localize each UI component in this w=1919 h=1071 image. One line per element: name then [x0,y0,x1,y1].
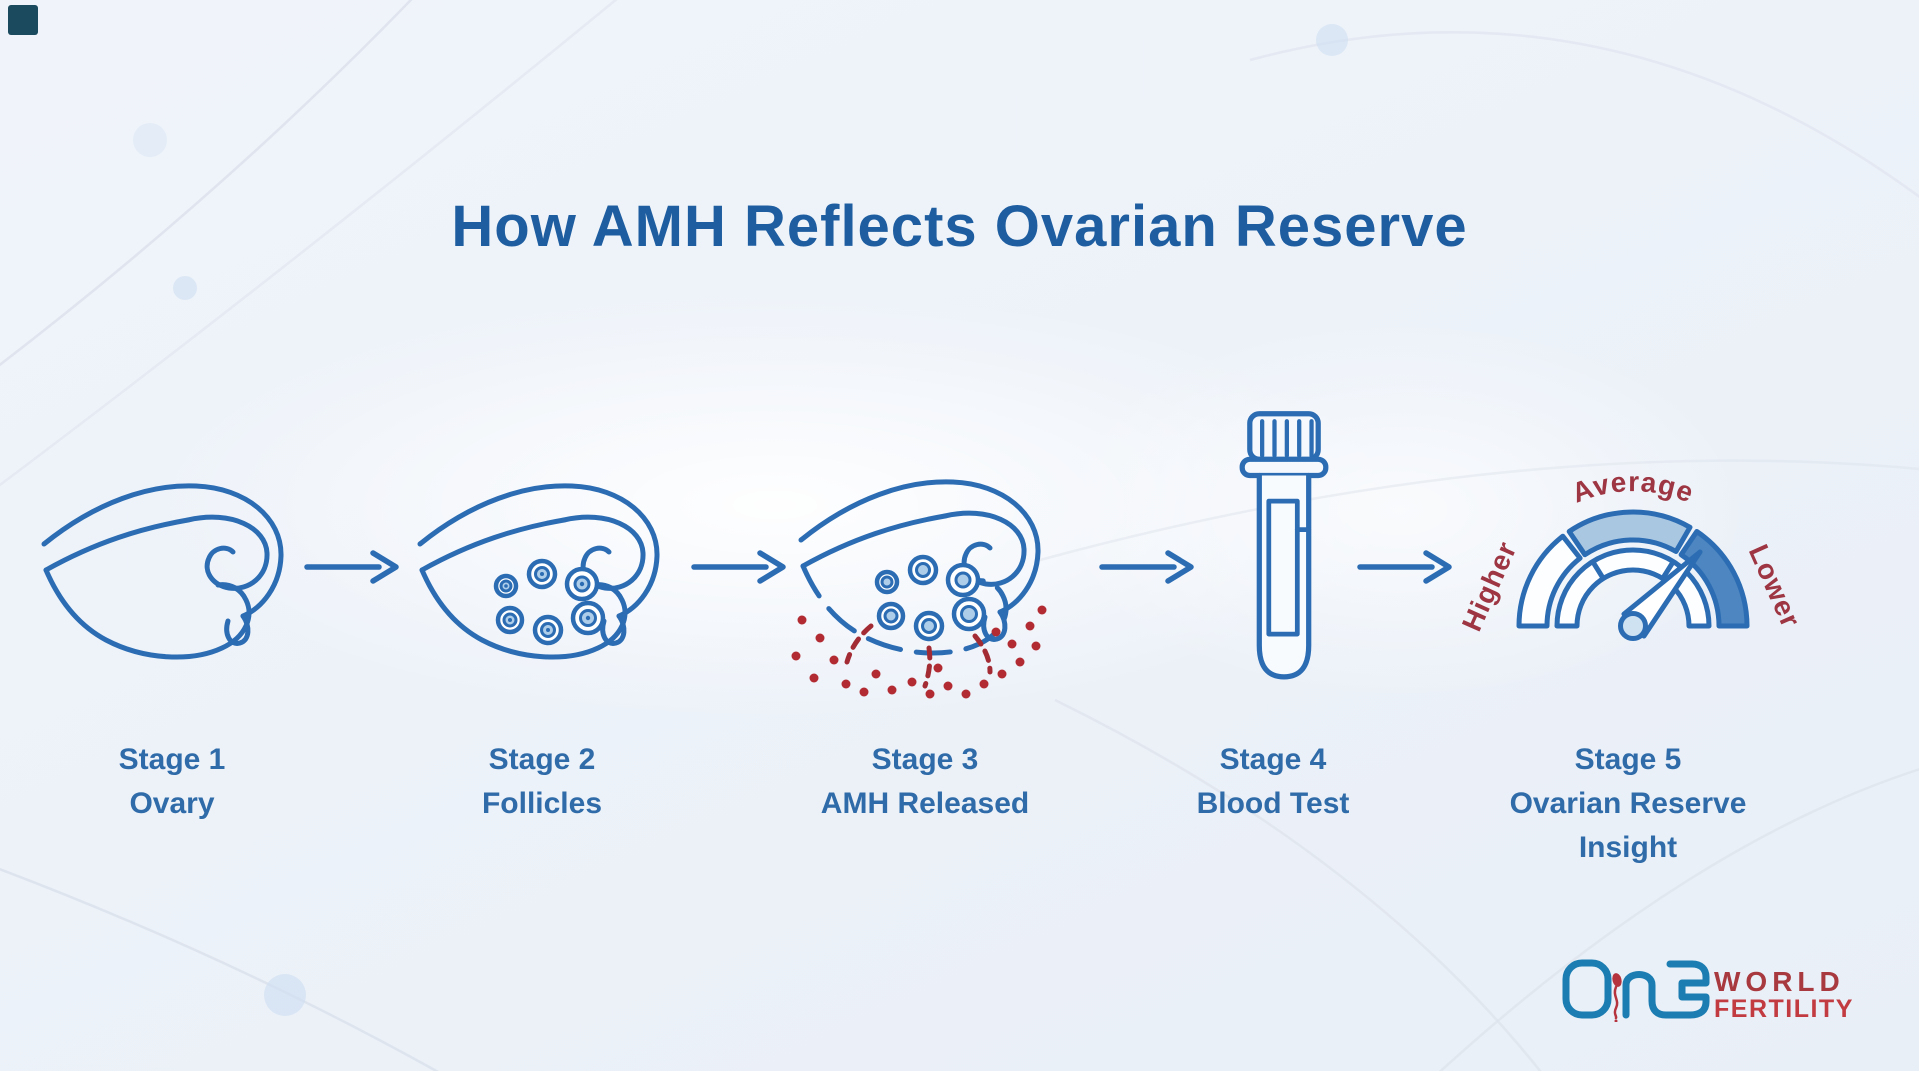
stage5-label: Ovarian Reserve Insight [1509,787,1747,864]
page-title: How AMH Reflects Ovarian Reserve [451,194,1468,259]
ovary-wing-top [41,483,284,619]
ovary-illustration-stage2 [417,483,660,660]
ovary-body [43,567,252,660]
stage2-label: Follicles [481,787,603,820]
logo-letters-ne [1622,960,1710,1019]
stage3-caption: Stage 3 AMH Released [775,738,1075,826]
stage4-label: Blood Test [1196,787,1350,820]
follicles [493,558,606,646]
follicles [874,554,987,642]
amh-molecule-dots [791,605,1047,699]
gauge-label-average: Average [1568,466,1699,509]
stage4-caption: Stage 4 Blood Test [1123,738,1423,826]
ovary-illustration-stage3 [791,479,1047,699]
stage5-number: Stage 5 [1574,743,1682,776]
one-logo-mark [1562,959,1710,1022]
ovary-illustration-stage1 [41,483,284,660]
stage3-label: AMH Released [820,787,1030,820]
amh-release-arrows [844,623,993,689]
stage2-caption: Stage 2 Follicles [392,738,692,826]
ovary-wing-bottom [43,517,191,573]
gauge-label-lower: Lower [1743,540,1807,633]
arrow-stage4-to-5 [1357,550,1452,584]
tube-cap-flange [1239,456,1329,479]
stage3-number: Stage 3 [871,743,979,776]
arrow-stage3-to-4 [1099,550,1194,584]
background-glow [150,290,1400,720]
logo-word-fertility: FERTILITY [1714,995,1854,1023]
ovary-spiral [185,514,270,591]
stage5-caption: Stage 5 Ovarian Reserve Insight [1488,738,1768,870]
stage2-number: Stage 2 [488,743,596,776]
tube-label [1266,498,1312,637]
gauge-needle-knob [1618,611,1648,641]
logo-letter-o [1562,959,1612,1019]
logo-word-world: WORLD [1714,966,1845,997]
logo-brand-word: ONE [1562,952,1563,953]
ovary-body-broken [800,563,1009,656]
logo-sperm-icon [1612,973,1622,1022]
gauge-segment-average [1566,509,1693,558]
stage1-number: Stage 1 [118,743,226,776]
arrow-stage2-to-3 [691,550,786,584]
tube-cap-ribs [1260,419,1314,458]
one-world-fertility-logo: ONE WORLD FERTILITY [1562,952,1907,1052]
stage1-label: Ovary [129,787,215,820]
arrow-stage1-to-2 [304,550,399,584]
stage4-number: Stage 4 [1219,743,1327,776]
blood-test-tube-illustration [1239,411,1329,680]
stage1-caption: Stage 1 Ovary [22,738,322,826]
ovarian-reserve-gauge: Higher Average Lower [1456,466,1807,641]
gauge-label-higher: Higher [1456,537,1523,636]
corner-accent-square [8,5,38,35]
gauge-segment-higher [1516,533,1583,629]
